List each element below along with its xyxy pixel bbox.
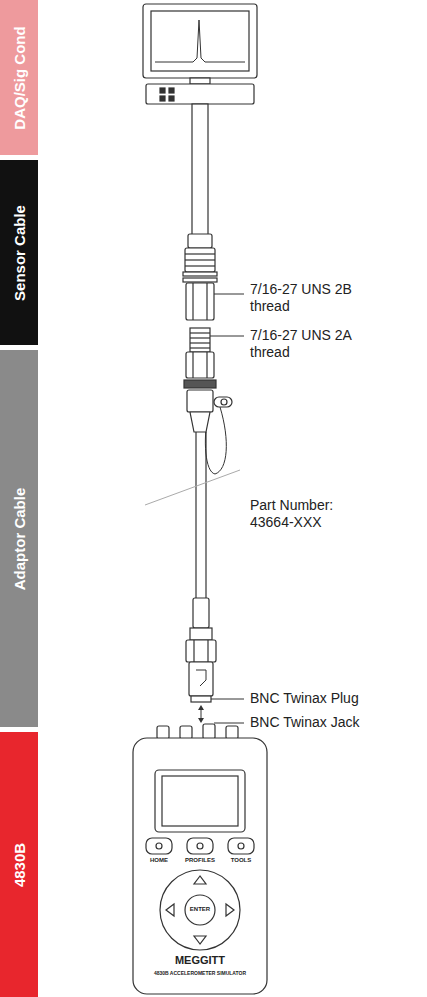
section-band: DAQ/Sig Cond (0, 0, 38, 155)
part-number: Part Number: 43664-XXX (250, 497, 355, 531)
thread-callout: 7/16-27 UNS 2B thread (250, 281, 360, 315)
button-label: PROFILES (185, 857, 215, 864)
button-label: ENTER (190, 906, 210, 913)
connector-callout: BNC Twinax Jack (250, 714, 359, 731)
band-label: DAQ/Sig Cond (11, 26, 28, 129)
button-label: TOOLS (231, 857, 252, 864)
connector-callout: BNC Twinax Plug (250, 690, 359, 707)
device-name: 4830B ACCELEROMETER SIMULATOR (154, 970, 246, 976)
thread-callout: 7/16-27 UNS 2A thread (250, 327, 360, 361)
section-band: Adaptor Cable (0, 350, 38, 727)
brand-logo: MEGGITT (175, 954, 225, 967)
band-label: Sensor Cable (11, 205, 28, 301)
band-label: Adaptor Cable (11, 487, 28, 590)
section-band: Sensor Cable (0, 160, 38, 345)
button-label: HOME (150, 857, 168, 864)
section-band: 4830B (0, 732, 38, 997)
band-label: 4830B (11, 842, 28, 886)
